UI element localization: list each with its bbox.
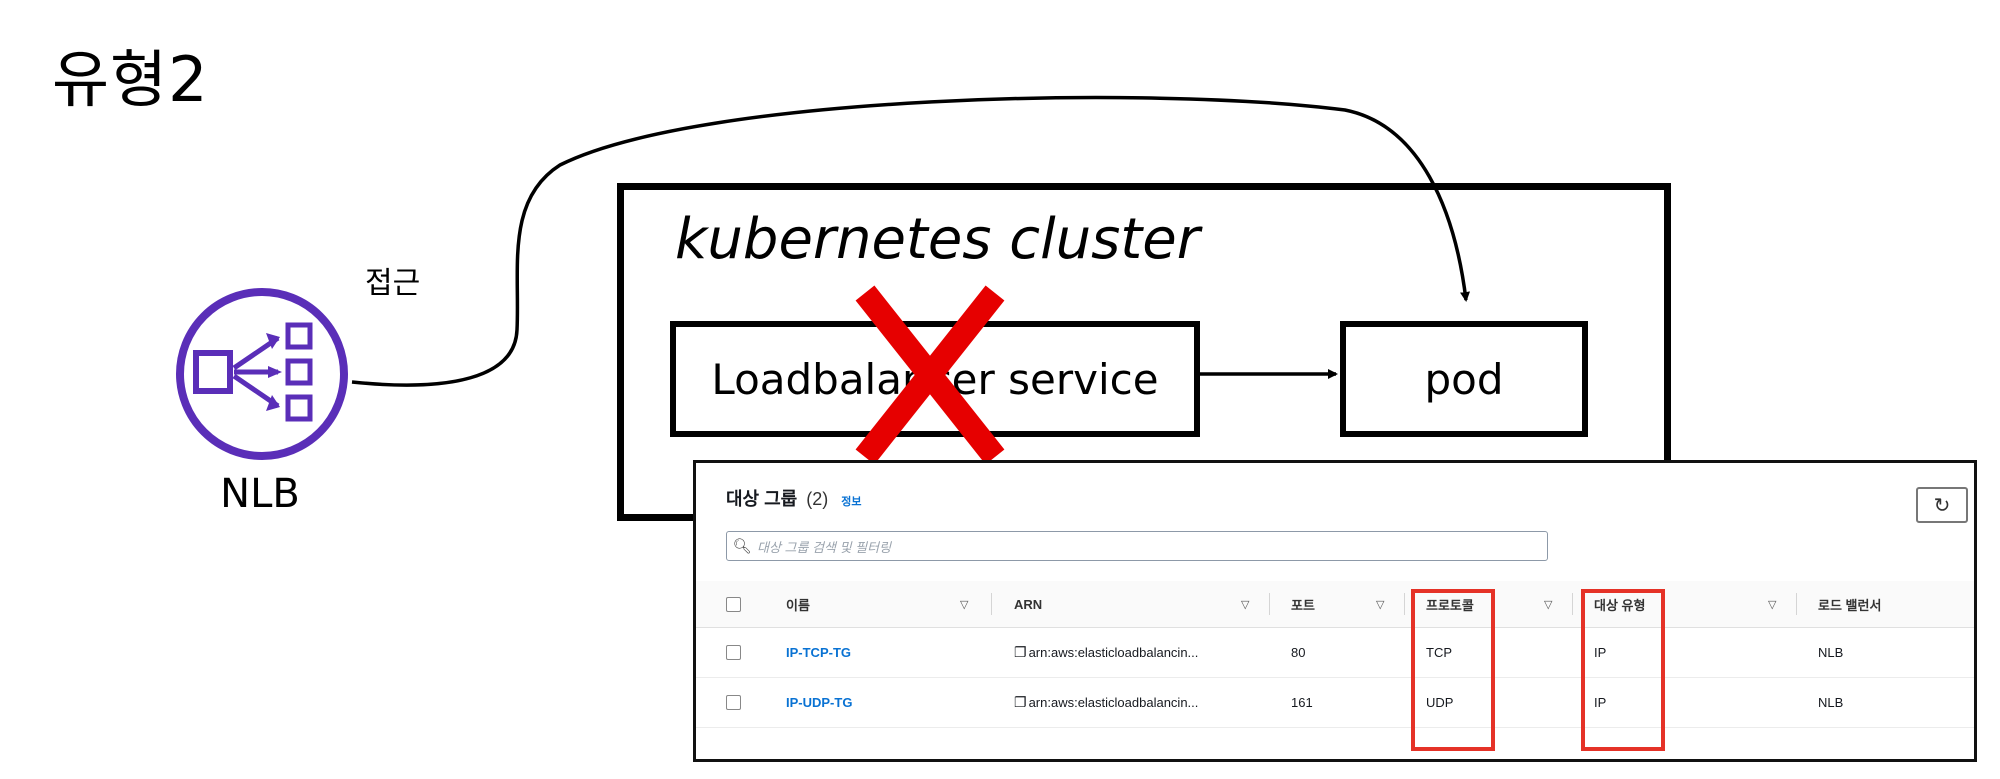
load-balancer-value: NLB bbox=[1818, 644, 1844, 660]
search-placeholder: 대상 그룹 검색 및 필터링 bbox=[757, 539, 892, 555]
diagram-title: 유형2 bbox=[52, 43, 209, 116]
cluster-title: kubernetes cluster bbox=[675, 207, 1200, 272]
column-header-arn[interactable]: ARN bbox=[1014, 596, 1043, 612]
copy-icon[interactable]: ❐ bbox=[1014, 643, 1027, 660]
sort-port-icon[interactable]: ▽ bbox=[1376, 598, 1385, 611]
sort-name-icon[interactable]: ▽ bbox=[960, 598, 969, 611]
arn-value: arn:aws:elasticloadbalancin... bbox=[1028, 644, 1199, 660]
table-row: IP-UDP-TG ❐arn:aws:elasticloadbalancin..… bbox=[696, 677, 1974, 728]
search-input[interactable]: 🔍︎ 대상 그룹 검색 및 필터링 bbox=[726, 531, 1548, 561]
panel-header: 대상 그룹 (2) 정보 bbox=[726, 485, 862, 511]
cross-mark-icon bbox=[855, 285, 1005, 465]
refresh-button[interactable]: ↻ bbox=[1916, 487, 1968, 523]
copy-icon[interactable]: ❐ bbox=[1014, 693, 1027, 710]
panel-title: 대상 그룹 bbox=[726, 489, 798, 509]
sort-protocol-icon[interactable]: ▽ bbox=[1544, 598, 1553, 611]
column-header-port[interactable]: 포트 bbox=[1291, 597, 1315, 613]
target-type-highlight-box bbox=[1581, 589, 1665, 751]
target-group-name-link[interactable]: IP-UDP-TG bbox=[786, 694, 853, 710]
column-header-load-balancer[interactable]: 로드 밸런서 bbox=[1818, 597, 1882, 613]
load-balancer-value: NLB bbox=[1818, 694, 1844, 710]
select-all-checkbox[interactable] bbox=[726, 581, 741, 627]
target-type-value: IP bbox=[1594, 644, 1607, 660]
protocol-value: UDP bbox=[1426, 694, 1454, 710]
table-header: 이름 ▽ ARN ▽ 포트 ▽ 프로토콜 ▽ 대상 유형 ▽ 로드 밸런서 bbox=[696, 581, 1974, 628]
protocol-value: TCP bbox=[1426, 644, 1452, 660]
target-groups-panel: 대상 그룹 (2) 정보 ↻ 🔍︎ 대상 그룹 검색 및 필터링 이름 ▽ AR… bbox=[693, 460, 1977, 762]
panel-count: (2) bbox=[806, 489, 829, 509]
info-link[interactable]: 정보 bbox=[841, 496, 862, 508]
target-type-value: IP bbox=[1594, 694, 1607, 710]
pod-box: pod bbox=[1340, 321, 1588, 437]
access-label: 접근 bbox=[365, 266, 421, 301]
pod-label: pod bbox=[1424, 354, 1504, 404]
port-value: 161 bbox=[1291, 694, 1313, 710]
nlb-icon bbox=[176, 288, 348, 460]
column-header-target-type[interactable]: 대상 유형 bbox=[1594, 597, 1646, 613]
sort-arn-icon[interactable]: ▽ bbox=[1241, 598, 1250, 611]
sort-target-type-icon[interactable]: ▽ bbox=[1768, 598, 1777, 611]
nlb-label: NLB bbox=[220, 471, 300, 517]
row-checkbox[interactable] bbox=[726, 677, 741, 727]
port-value: 80 bbox=[1291, 644, 1306, 660]
arn-value: arn:aws:elasticloadbalancin... bbox=[1028, 694, 1199, 710]
access-curve-arrow bbox=[351, 95, 1470, 387]
row-checkbox[interactable] bbox=[726, 627, 741, 677]
column-header-protocol[interactable]: 프로토콜 bbox=[1426, 597, 1474, 613]
protocol-highlight-box bbox=[1411, 589, 1495, 751]
search-icon: 🔍︎ bbox=[732, 538, 752, 555]
table-row: IP-TCP-TG ❐arn:aws:elasticloadbalancin..… bbox=[696, 627, 1974, 678]
column-header-name[interactable]: 이름 bbox=[786, 597, 810, 613]
refresh-icon: ↻ bbox=[1933, 494, 1951, 517]
target-group-name-link[interactable]: IP-TCP-TG bbox=[786, 644, 851, 660]
